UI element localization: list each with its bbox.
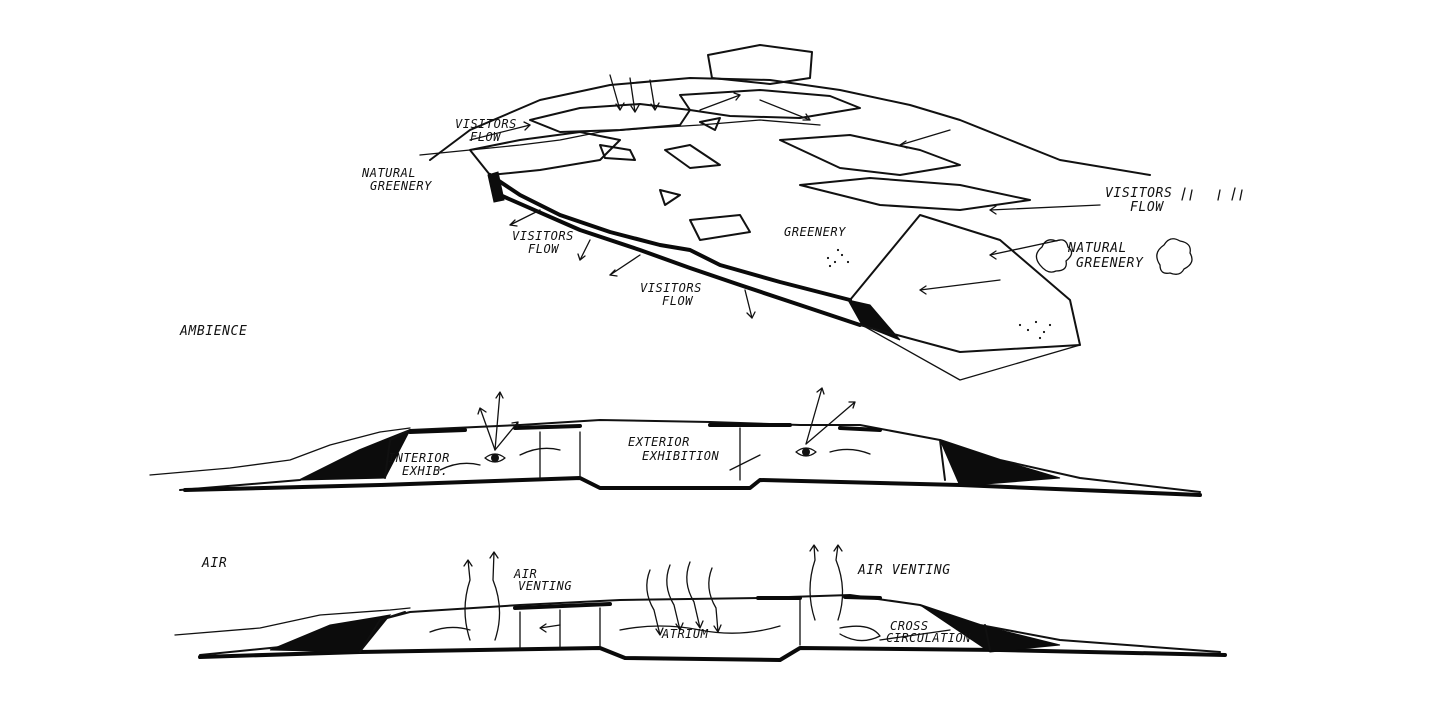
label-visitors-flow-2: VISITORS xyxy=(512,229,574,243)
opening-4 xyxy=(699,117,721,131)
front-wall xyxy=(498,193,862,327)
label-visitors-flow-4b: FLOW xyxy=(1130,200,1164,215)
label-visitors-flow-3: VISITORS xyxy=(640,281,702,295)
eye-icon xyxy=(795,447,817,457)
terrace-2 xyxy=(529,103,691,133)
section-air xyxy=(174,544,1227,662)
label-ambience: AMBIENCE xyxy=(179,324,247,339)
label-atrium: ATRIUM xyxy=(661,627,709,641)
label-air-venting-1b: VENTING xyxy=(518,579,572,593)
roof-outline-lower xyxy=(419,119,821,156)
slope xyxy=(849,214,1081,353)
tree-icon xyxy=(1035,239,1073,273)
opening-3 xyxy=(689,214,751,241)
side-wall xyxy=(847,299,901,341)
opening-1 xyxy=(599,144,636,161)
terrace-3 xyxy=(679,89,861,119)
label-natural-greenery-1b: GREENERY xyxy=(370,179,432,193)
label-natural-greenery-2b: GREENERY xyxy=(1076,256,1144,271)
terrace-4 xyxy=(779,134,961,176)
label-air-venting-2: AIR VENTING xyxy=(857,563,951,578)
roof-outline xyxy=(429,77,1151,176)
flow-arrows xyxy=(469,74,1101,319)
label-cross-circulation: CROSS xyxy=(890,619,929,633)
eye-icon xyxy=(802,448,810,456)
label-natural-greenery-2: NATURAL xyxy=(1067,241,1127,256)
label-visitors-flow-3b: FLOW xyxy=(662,294,694,308)
label-interior-exhib-b: EXHIB. xyxy=(402,464,448,478)
greenery-stipple xyxy=(826,248,1052,340)
wall-block xyxy=(487,171,505,203)
axonometric-view xyxy=(419,44,1243,381)
label-natural-greenery-1: NATURAL xyxy=(361,166,416,180)
tree-icon xyxy=(1181,187,1243,201)
opening-2 xyxy=(664,144,721,169)
label-visitors-flow-4: VISITORS xyxy=(1105,186,1172,201)
label-exterior-exhibition: EXTERIOR xyxy=(628,435,690,449)
label-air: AIR xyxy=(201,556,227,571)
tree-icon xyxy=(1156,238,1193,275)
label-visitors-flow-2b: FLOW xyxy=(528,242,560,256)
terrace-5 xyxy=(799,177,1031,211)
opening-5 xyxy=(659,189,681,206)
label-interior-exhib: INTERIOR xyxy=(388,451,450,465)
label-air-venting-1: AIR xyxy=(513,567,537,581)
label-cross-circulation-b: CIRCULATION xyxy=(886,631,971,645)
label-exterior-exhibition-b: EXHIBITION xyxy=(642,449,720,463)
section-ambience xyxy=(149,387,1202,497)
label-visitors-flow-1b: FLOW xyxy=(470,130,502,144)
slope-front xyxy=(861,324,1081,381)
label-visitors-flow-1: VISITORS xyxy=(455,117,517,131)
front-edge xyxy=(488,173,852,302)
label-greenery: GREENERY xyxy=(784,225,846,239)
eye-icon xyxy=(491,454,499,462)
eye-icon xyxy=(484,453,506,463)
